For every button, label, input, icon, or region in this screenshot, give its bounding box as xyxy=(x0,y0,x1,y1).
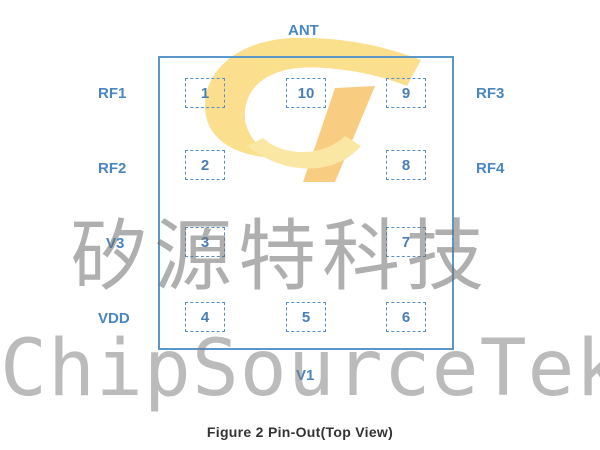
rf4-label: RF4 xyxy=(476,160,505,177)
rf2-label: RF2 xyxy=(98,160,127,177)
v1-label: V1 xyxy=(296,367,315,384)
pin-number: 8 xyxy=(401,156,411,174)
vdd-label: VDD xyxy=(98,310,130,327)
pin-number: 4 xyxy=(200,308,210,326)
rf3-label: RF3 xyxy=(476,85,505,102)
pin-8: 8 xyxy=(386,150,426,180)
pin-number: 10 xyxy=(297,84,315,102)
pin-number: 7 xyxy=(401,233,411,251)
pin-9: 9 xyxy=(386,78,426,108)
pin-10: 10 xyxy=(286,78,326,108)
ant-label: ANT xyxy=(288,22,319,39)
pin-number: 6 xyxy=(401,308,411,326)
pin-7: 7 xyxy=(386,227,426,257)
chipsourcetek-logo xyxy=(205,37,421,182)
pin-2: 2 xyxy=(185,150,225,180)
pin-number: 5 xyxy=(301,308,311,326)
v3-label: V3 xyxy=(106,235,125,252)
pin-4: 4 xyxy=(185,302,225,332)
chinese-watermark: 矽源特科技 xyxy=(70,212,491,302)
pin-number: 9 xyxy=(401,84,411,102)
rf1-label: RF1 xyxy=(98,85,127,102)
pin-number: 2 xyxy=(200,156,210,174)
pin-number: 3 xyxy=(200,233,210,251)
figure-caption: Figure 2 Pin-Out(Top View) xyxy=(206,424,394,440)
pin-1: 1 xyxy=(185,78,225,108)
pin-3: 3 xyxy=(185,227,225,257)
pin-number: 1 xyxy=(200,84,210,102)
pin-6: 6 xyxy=(386,302,426,332)
pin-5: 5 xyxy=(286,302,326,332)
package-outline xyxy=(158,56,454,350)
english-watermark: ChipSourceTek xyxy=(0,324,600,414)
